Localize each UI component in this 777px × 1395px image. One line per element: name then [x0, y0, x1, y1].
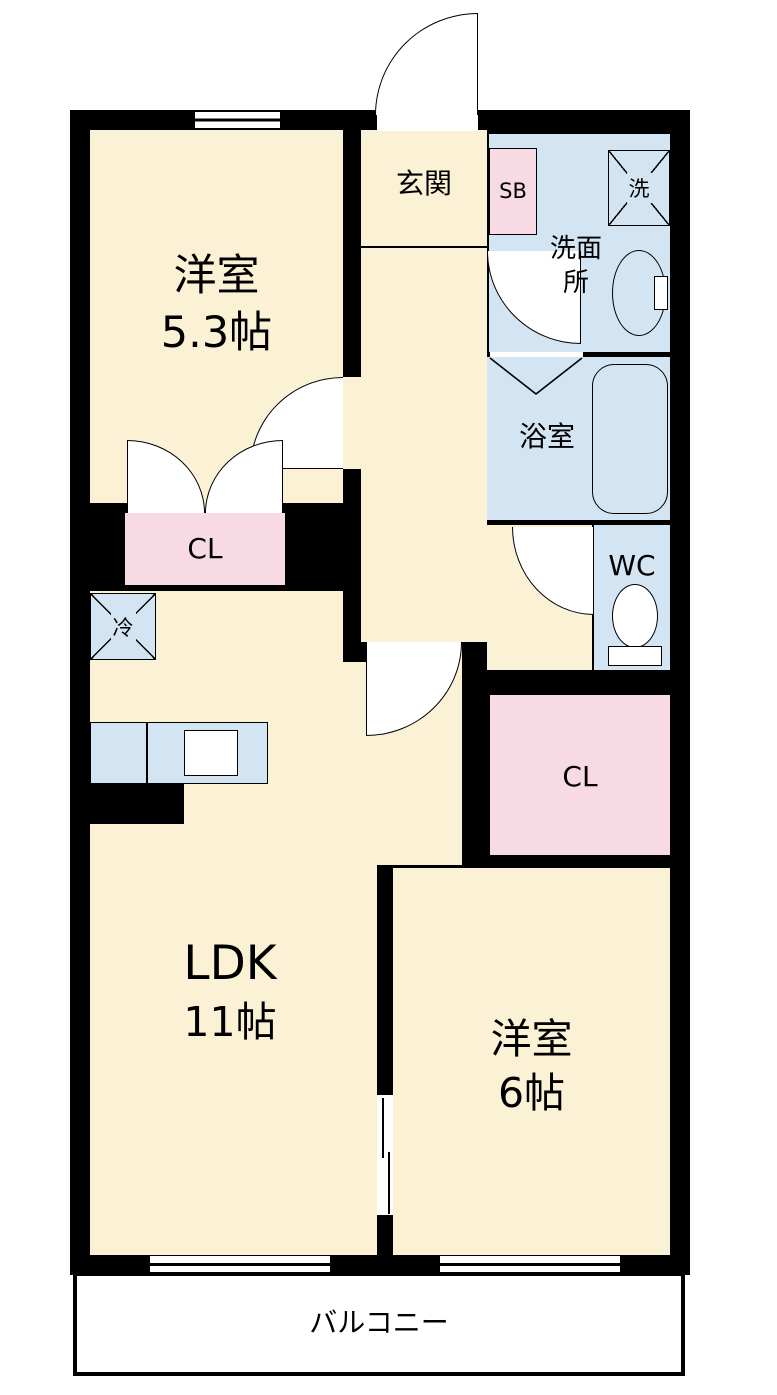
bath-folding-door [489, 357, 583, 396]
closet-right-label: CL [562, 760, 598, 793]
sliding-door-panel [388, 1152, 390, 1214]
entrance-label: 玄関 [395, 167, 452, 200]
entrance-opening [377, 110, 478, 131]
closet-right [490, 695, 670, 855]
kitchen-counter-base [90, 784, 184, 824]
wc-door-arc [512, 527, 594, 615]
ldk-label: LDK 11帖 [90, 933, 370, 1049]
bedroom2-name: 洋室 [490, 1015, 573, 1063]
room-bathroom [487, 357, 670, 520]
refrigerator-box: 冷 [90, 593, 156, 660]
bedroom1-label: 洋室 5.3帖 [90, 248, 343, 362]
bedroom1-name: 洋室 [173, 251, 260, 301]
kitchen-counter [90, 722, 268, 784]
ldk-name: LDK [183, 936, 277, 991]
closet-left-label: CL [187, 532, 223, 565]
ldk-size: 11帖 [183, 998, 277, 1047]
room-ldk-area [90, 591, 343, 1255]
sliding-door-panel [382, 1098, 384, 1158]
balcony [73, 1272, 685, 1376]
washing-machine-box: 洗 [608, 150, 670, 226]
refrigerator-label: 冷 [110, 611, 136, 642]
balcony-label: バルコニー [309, 1306, 449, 1339]
room-ldk-area [343, 865, 377, 1255]
toilet-bowl-icon [612, 584, 658, 648]
bedroom1-size: 5.3帖 [160, 307, 273, 358]
bedroom2-label: 洋室 6帖 [393, 1012, 670, 1120]
closet-left [125, 513, 285, 585]
toilet-tank-icon [608, 646, 662, 666]
kitchen-counter-divider [146, 722, 148, 784]
shoe-box [489, 148, 537, 235]
kitchen-sink [184, 730, 238, 776]
window-balcony-right [440, 1256, 620, 1273]
window-balcony-left [150, 1256, 330, 1273]
sliding-door [377, 1095, 393, 1215]
bedroom2-size: 6帖 [497, 1069, 566, 1118]
washer-label: 洗 [626, 173, 652, 203]
entrance-step-line [361, 246, 487, 248]
entrance-door-arc [375, 13, 478, 115]
shoe-box-label: SB [499, 179, 527, 203]
room-bedroom2 [393, 868, 670, 1255]
bathroom-label: 浴室 [518, 420, 575, 453]
bathtub-icon [592, 364, 668, 514]
bath-door-opening [490, 352, 583, 357]
wash-basin-faucet [654, 276, 668, 310]
washroom-label: 洗面所 [549, 234, 602, 299]
wc-label: WC [608, 549, 656, 582]
window-top [195, 112, 280, 128]
bedroom1-door-opening [343, 377, 361, 469]
entrance-hall [361, 130, 487, 642]
